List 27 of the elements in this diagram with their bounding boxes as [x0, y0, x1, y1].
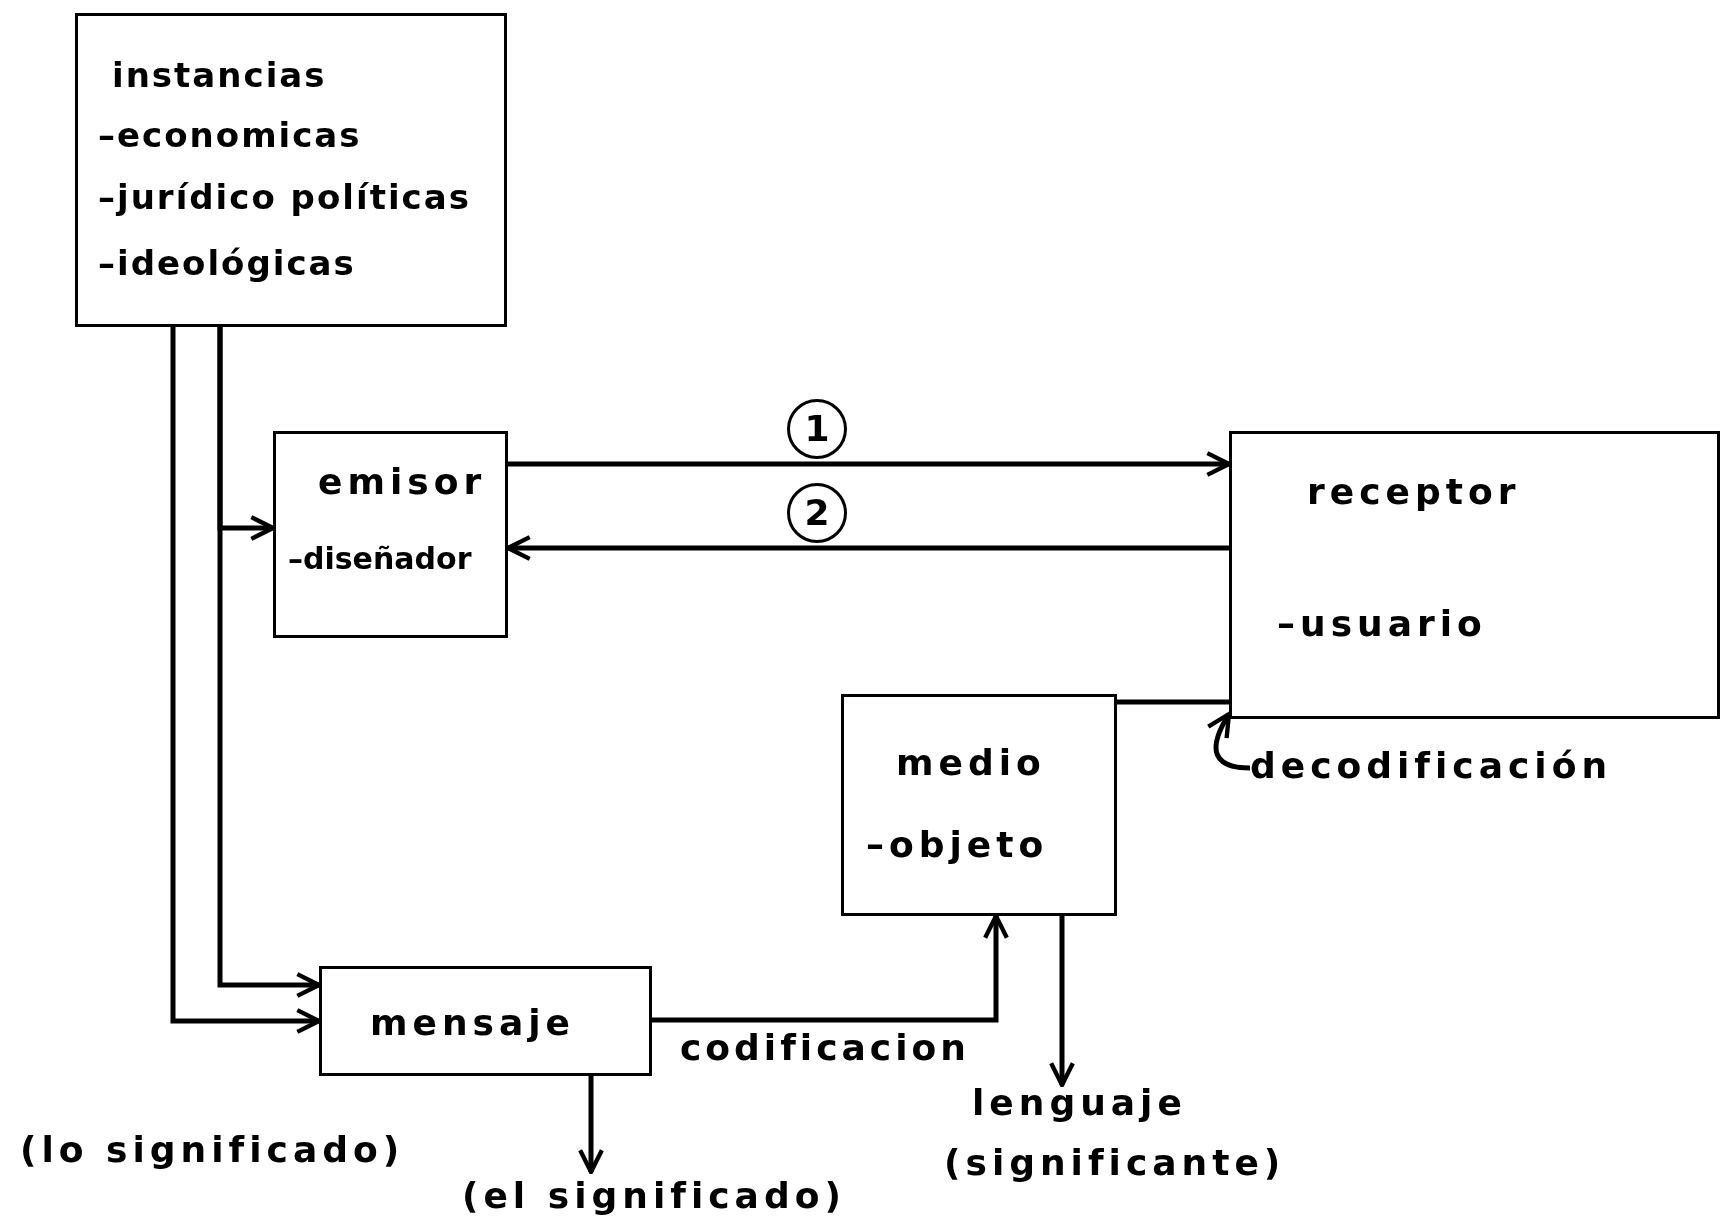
box-heading: mensaje: [370, 1005, 576, 1041]
connector-line: [1117, 699, 1229, 705]
box-text: –economicas: [98, 118, 362, 152]
box-text: (significante): [944, 1145, 1286, 1181]
box-text: –usuario: [1277, 606, 1487, 642]
process-box: [273, 431, 508, 638]
box-text: lenguaje: [972, 1085, 1187, 1121]
box-heading: emisor: [318, 464, 487, 500]
box-heading: instancias: [112, 58, 327, 92]
box-heading: receptor: [1307, 474, 1521, 510]
arrow: [1049, 916, 1075, 1088]
box-heading: medio: [896, 745, 1046, 781]
box-text: decodificación: [1250, 748, 1613, 784]
curved-arrow: [1206, 711, 1251, 771]
box-text: (el significado): [462, 1178, 846, 1214]
circled-number: 1: [787, 399, 847, 459]
process-box: [841, 694, 1117, 916]
box-text: –jurídico políticas: [98, 180, 471, 214]
arrow: [578, 1076, 604, 1175]
process-box: [319, 966, 652, 1076]
circled-number: 2: [787, 483, 847, 543]
box-text: –ideológicas: [98, 246, 356, 280]
process-box: [1229, 431, 1720, 719]
box-text: –objeto: [866, 827, 1049, 863]
box-text: –diseñador: [288, 544, 472, 574]
process-box: [75, 13, 507, 327]
note-text: (lo significado): [20, 1132, 405, 1168]
